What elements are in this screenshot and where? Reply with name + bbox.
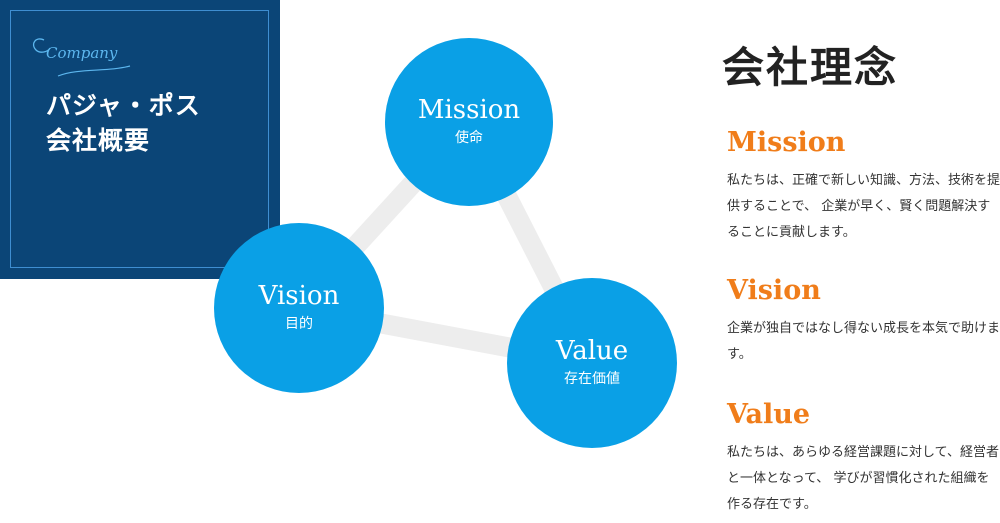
mission-text: 私たちは、正確で新しい知識、方法、技術を提供することで、 企業が早く、賢く問題解… xyxy=(727,173,1000,240)
value-section: Value 私たちは、あらゆる経営課題に対して、経営者と一体となって、 学びが習… xyxy=(727,398,1000,518)
mission-circle: Mission 使命 xyxy=(385,38,553,206)
value-circle: Value 存在価値 xyxy=(507,278,677,448)
company-title: パジャ・ポス 会社概要 xyxy=(46,88,201,158)
company-title-line2: 会社概要 xyxy=(46,126,151,155)
vision-title: Vision xyxy=(727,275,821,306)
company-panel-border xyxy=(10,10,269,268)
mission-section: Mission 私たちは、正確で新しい知識、方法、技術を提供することで、 企業が… xyxy=(727,126,1000,246)
company-script-logo: Company xyxy=(32,38,131,77)
company-title-line1: パジャ・ポス xyxy=(46,91,201,120)
vision-circle-label: Vision xyxy=(258,281,340,311)
vision-text: 企業が独自ではなし得ない成長を本気で助けます。 xyxy=(727,321,1000,362)
company-script-text: Company xyxy=(46,44,118,62)
value-circle-sublabel: 存在価値 xyxy=(564,371,620,387)
company-panel: Company パジャ・ポス 会社概要 xyxy=(0,0,280,279)
vision-section: Vision 企業が独自ではなし得ない成長を本気で助けます。 xyxy=(727,274,1000,368)
philosophy-heading: 会社理念 xyxy=(722,43,899,92)
mission-circle-sublabel: 使命 xyxy=(455,130,483,146)
value-circle-label: Value xyxy=(555,336,629,366)
mission-title: Mission xyxy=(727,127,846,158)
vision-circle: Vision 目的 xyxy=(214,223,384,393)
value-text: 私たちは、あらゆる経営課題に対して、経営者と一体となって、 学びが習慣化された組… xyxy=(727,445,999,512)
values-diagram: Mission 使命 Vision 目的 Value 存在価値 xyxy=(214,38,677,448)
mission-circle-label: Mission xyxy=(417,95,521,125)
value-title: Value xyxy=(727,399,811,430)
vision-circle-sublabel: 目的 xyxy=(285,316,313,332)
